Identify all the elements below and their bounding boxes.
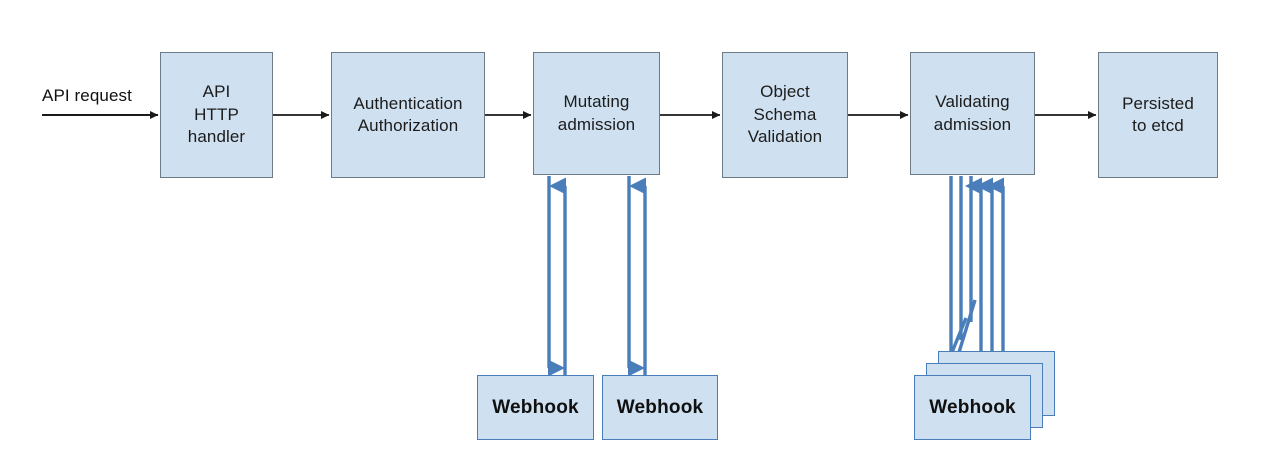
- node-api-http-handler[interactable]: API HTTP handler: [160, 52, 273, 178]
- webhook-box-mutating-2[interactable]: Webhook: [602, 375, 718, 440]
- node-object-schema-validation[interactable]: Object Schema Validation: [722, 52, 848, 178]
- node-validating-admission[interactable]: Validating admission: [910, 52, 1035, 175]
- mutating-webhook-1-connector: [547, 176, 567, 378]
- validating-webhook-up-connectors: [965, 177, 1005, 378]
- node-authentication-authorization[interactable]: Authentication Authorization: [331, 52, 485, 178]
- mutating-webhook-2-connector: [627, 176, 647, 378]
- webhook-box-validating-front[interactable]: Webhook: [914, 375, 1031, 440]
- api-request-label: API request: [42, 86, 132, 105]
- node-persisted-to-etcd[interactable]: Persisted to etcd: [1098, 52, 1218, 178]
- validating-webhook-down-connectors: [943, 176, 977, 380]
- webhook-box-mutating-1[interactable]: Webhook: [477, 375, 594, 440]
- node-mutating-admission[interactable]: Mutating admission: [533, 52, 660, 175]
